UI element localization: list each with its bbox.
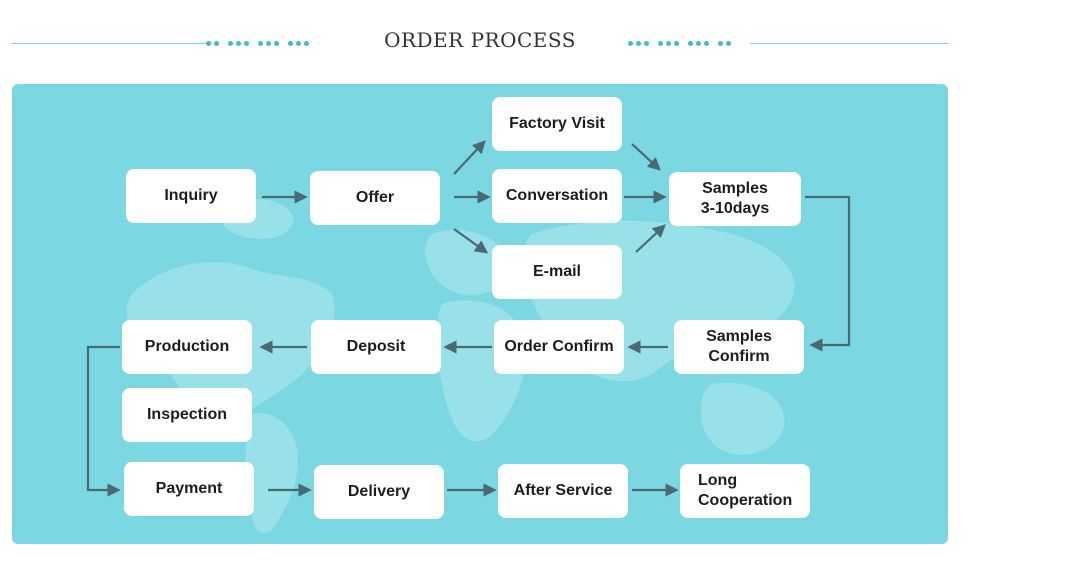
header: ORDER PROCESS	[0, 0, 1070, 84]
node-offer: Offer	[310, 171, 440, 225]
node-deposit: Deposit	[311, 320, 441, 374]
node-inquiry: Inquiry	[126, 169, 256, 223]
node-email: E-mail	[492, 245, 622, 299]
node-long-cooperation: Long Cooperation	[680, 464, 810, 518]
node-production: Production	[122, 320, 252, 374]
process-panel: Inquiry Offer Factory Visit Conversation…	[12, 84, 948, 544]
node-payment: Payment	[124, 462, 254, 516]
header-line-right	[750, 43, 948, 44]
header-line-left	[12, 43, 212, 44]
header-dots-left	[206, 39, 309, 47]
node-after-service: After Service	[498, 464, 628, 518]
header-dots-right	[628, 39, 731, 47]
node-order-confirm: Order Confirm	[494, 320, 624, 374]
node-inspection: Inspection	[122, 388, 252, 442]
page-title: ORDER PROCESS	[384, 28, 576, 52]
node-delivery: Delivery	[314, 465, 444, 519]
node-conversation: Conversation	[492, 169, 622, 223]
node-factory-visit: Factory Visit	[492, 97, 622, 151]
node-samples-confirm: Samples Confirm	[674, 320, 804, 374]
node-samples: Samples 3-10days	[669, 172, 801, 226]
